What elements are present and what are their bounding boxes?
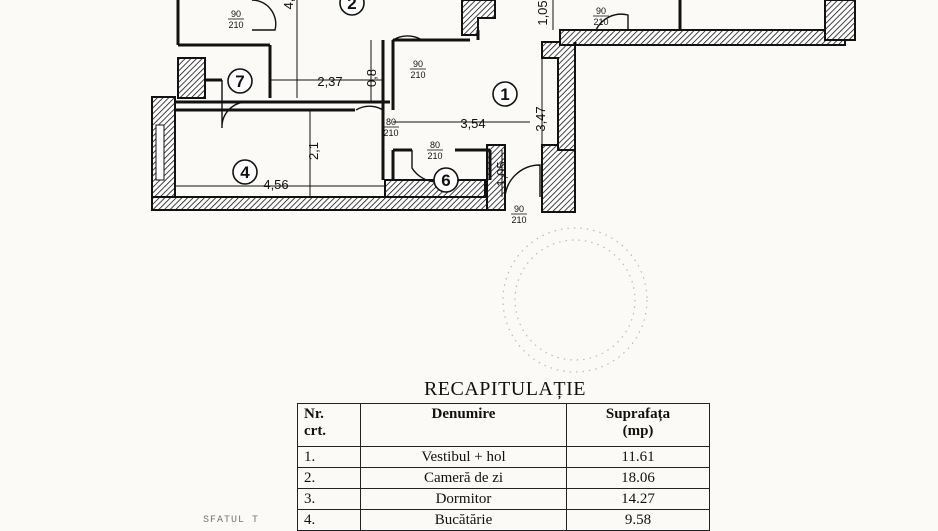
svg-text:4: 4 — [240, 163, 250, 182]
row-area: 9.58 — [566, 509, 710, 531]
interior-walls — [155, 0, 682, 181]
svg-text:2: 2 — [347, 0, 356, 13]
row-number: 4. — [297, 509, 361, 531]
header-denumire: Denumire — [360, 403, 567, 447]
dimension-label: 1,05 — [494, 161, 509, 186]
dimension-labels: 2,37 3,54 4,56 2,1 0,8 3,47 1,05 1,05 4, — [263, 0, 550, 192]
dimension-label: 0,8 — [364, 69, 379, 87]
dimension-label: 2,1 — [306, 142, 321, 160]
room-number-2: 2 — [339, 0, 365, 16]
room-number-1: 1 — [492, 81, 518, 107]
dimension-label: 1,05 — [535, 0, 550, 25]
svg-text:1: 1 — [500, 85, 509, 104]
svg-text:210: 210 — [593, 17, 608, 27]
row-number: 3. — [297, 488, 361, 510]
svg-text:210: 210 — [410, 70, 425, 80]
dimension-label: 2,37 — [317, 74, 342, 89]
dimension-label: 3,54 — [460, 116, 485, 131]
row-name: Vestibul + hol — [360, 446, 567, 468]
room-number-4: 4 — [232, 159, 258, 185]
row-name: Bucătărie — [360, 509, 567, 531]
svg-text:80: 80 — [430, 140, 440, 150]
svg-text:7: 7 — [235, 72, 244, 91]
row-number: 1. — [297, 446, 361, 468]
svg-text:90: 90 — [413, 59, 423, 69]
row-area: 18.06 — [566, 467, 710, 489]
header-suprafata-text: Suprafața(mp) — [605, 406, 671, 439]
room-number-6: 6 — [433, 167, 459, 193]
svg-text:210: 210 — [511, 215, 526, 225]
row-name: Cameră de zi — [360, 467, 567, 489]
header-nr-text: Nr.crt. — [304, 406, 327, 439]
row-name: Dormitor — [360, 488, 567, 510]
header-nr: Nr.crt. — [297, 403, 361, 447]
dimension-lines — [175, 0, 554, 197]
room-number-7: 7 — [227, 68, 253, 94]
header-suprafata: Suprafața(mp) — [566, 403, 710, 447]
svg-text:6: 6 — [441, 171, 450, 190]
svg-text:90: 90 — [231, 9, 241, 19]
faded-stamp — [502, 227, 648, 373]
svg-text:210: 210 — [427, 151, 442, 161]
svg-text:90: 90 — [514, 204, 524, 214]
recap-table: Nr.crt. Denumire Suprafața(mp) 1.Vestibu… — [297, 403, 710, 531]
scan-artifact-text: SFATUL T — [203, 515, 260, 526]
dimension-label: 4, — [281, 0, 296, 9]
row-number: 2. — [297, 467, 361, 489]
row-area: 11.61 — [566, 446, 710, 468]
row-area: 14.27 — [566, 488, 710, 510]
recap-header-row: Nr.crt. Denumire Suprafața(mp) — [297, 403, 710, 447]
dimension-label: 3,47 — [533, 106, 548, 131]
svg-text:80: 80 — [386, 117, 396, 127]
dimension-label: 4,56 — [263, 177, 288, 192]
svg-text:90: 90 — [596, 6, 606, 16]
svg-text:210: 210 — [228, 20, 243, 30]
svg-text:210: 210 — [383, 128, 398, 138]
room-labels: 1 2 4 6 7 — [227, 0, 518, 193]
recap-title: RECAPITULAȚIE — [423, 378, 587, 400]
